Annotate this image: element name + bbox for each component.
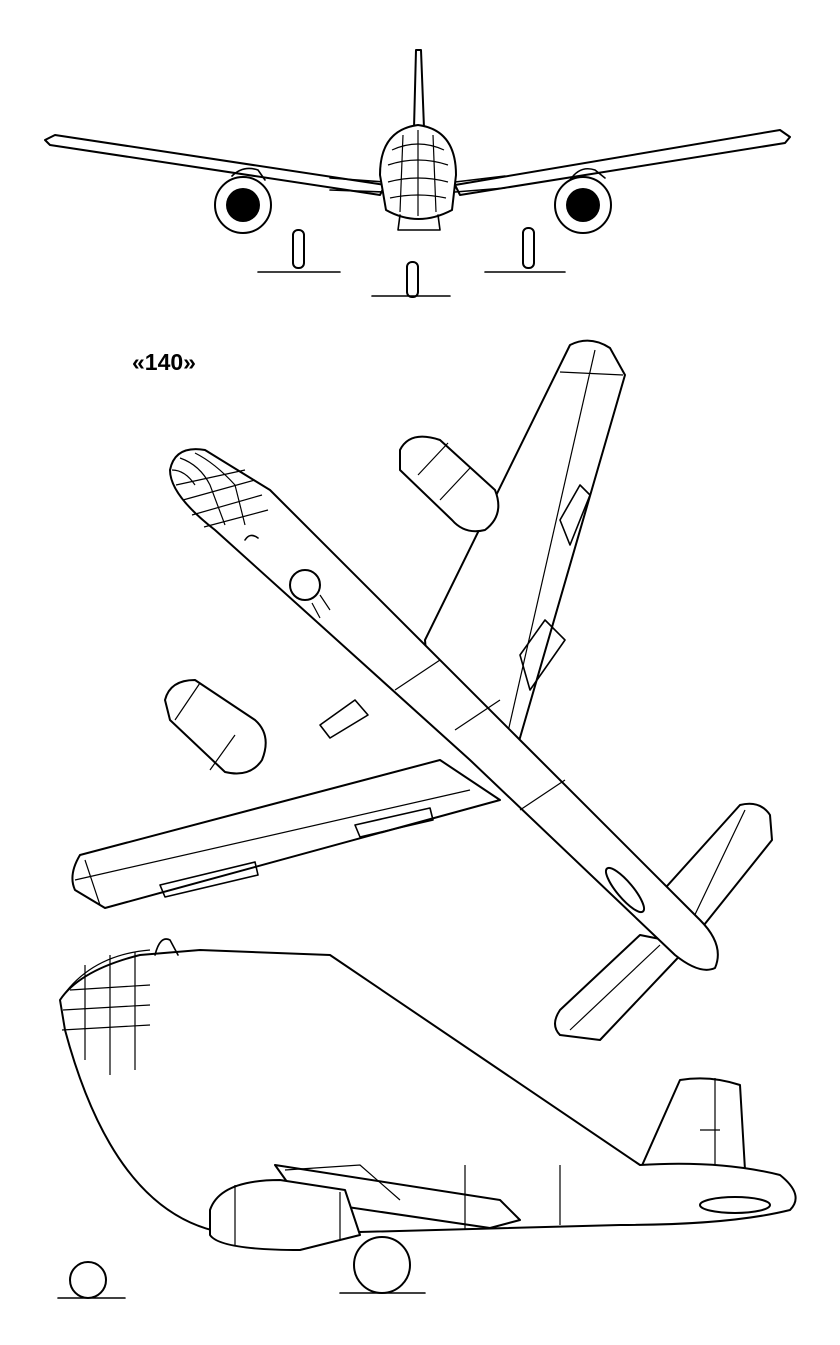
top-lower-engine-nacelle [164,679,267,775]
front-view [44,49,791,298]
front-canopy-frames [387,130,449,216]
top-cockpit-canopy [171,452,269,528]
top-right-wing [424,339,626,756]
top-upper-engine-nacelle [399,435,500,533]
front-right-engine [554,167,612,234]
top-left-wing [71,759,501,909]
top-lower-stabilizer [554,934,691,1041]
side-cockpit-canopy [59,949,151,1075]
side-vertical-fin [639,1077,746,1171]
side-view [57,938,797,1299]
front-landing-gear [257,227,566,298]
front-left-wing [44,134,386,196]
side-engine-nacelle [209,1179,361,1251]
side-landing-gear [57,1236,426,1299]
front-left-engine [214,167,272,234]
top-view [71,339,773,1041]
front-vertical-fin [413,49,425,129]
side-fuselage [59,949,797,1236]
top-horizontal-stabilizer [649,802,773,931]
front-right-wing [454,129,791,196]
aircraft-designation-label: «140» [132,349,196,375]
